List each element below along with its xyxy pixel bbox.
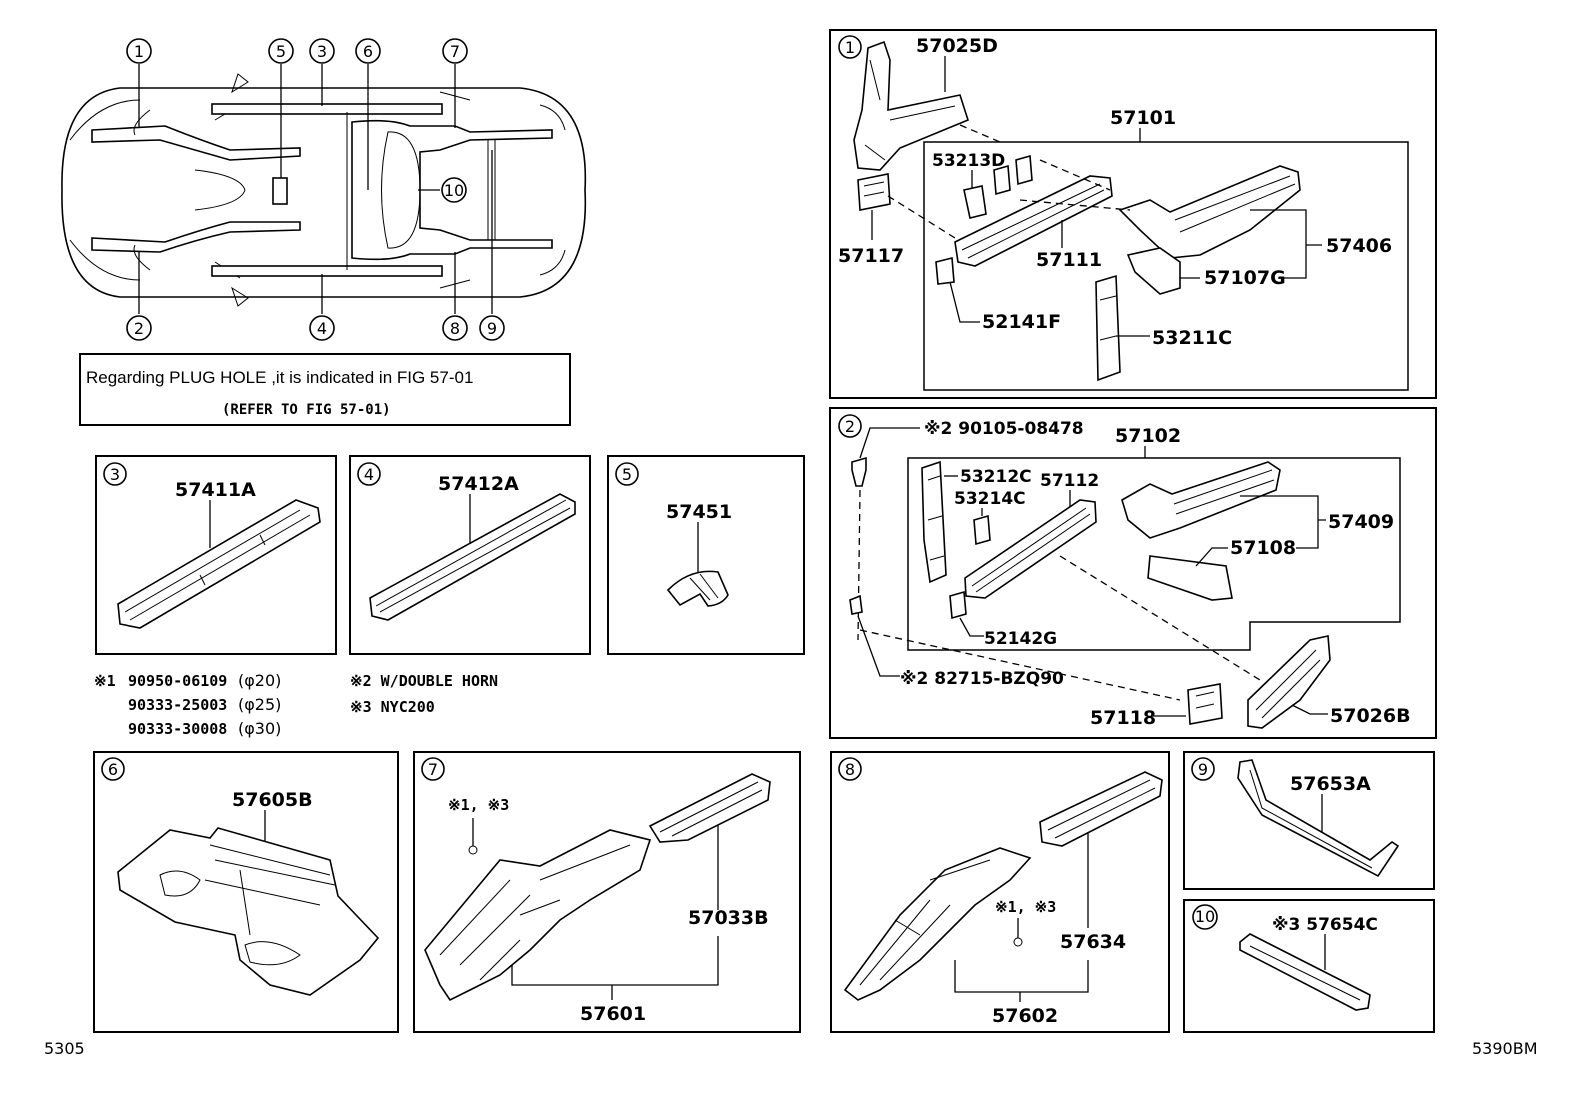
- part-57107G: 57107G: [1204, 267, 1286, 289]
- part-53212C: 53212C: [960, 467, 1032, 487]
- svg-text:9: 9: [487, 319, 497, 338]
- overview-callout-8: 8: [442, 315, 468, 341]
- svg-text:90333-25003: 90333-25003: [128, 696, 227, 714]
- svg-text:※2 W/DOUBLE HORN: ※2 W/DOUBLE HORN: [350, 672, 498, 690]
- svg-text:5: 5: [622, 465, 632, 484]
- svg-text:1: 1: [134, 42, 144, 61]
- plug-hole-text: Regarding PLUG HOLE ,it is indicated in …: [86, 368, 473, 387]
- part-57451: 57451: [666, 501, 732, 523]
- svg-text:(φ30): (φ30): [238, 719, 281, 738]
- svg-text:8: 8: [845, 760, 855, 779]
- part-57025D: 57025D: [916, 35, 998, 57]
- svg-text:8: 8: [450, 319, 460, 338]
- part-57412A: 57412A: [438, 473, 519, 495]
- panel-1: 1 57025D 57101 53213D 57117 57111 57406 …: [829, 29, 1437, 399]
- panel-5: 5 57451: [607, 455, 805, 655]
- panel-6: 6 57605B: [93, 751, 399, 1033]
- svg-text:9: 9: [1198, 760, 1208, 779]
- panel-7: 7 ※1, ※3 57033B 57601: [413, 751, 801, 1033]
- notes: ※1 90950-06109 90333-25003 90333-30008 (…: [94, 671, 498, 738]
- svg-text:10: 10: [444, 181, 464, 200]
- svg-text:5: 5: [276, 42, 286, 61]
- part-57601: 57601: [580, 1003, 646, 1025]
- vehicle-overview: 1 5 3 6 7 2 4 8 9 10: [61, 38, 587, 341]
- panel-10: 10 ※3 57654C: [1183, 899, 1435, 1033]
- svg-text:(φ25): (φ25): [238, 695, 281, 714]
- svg-text:7: 7: [450, 42, 460, 61]
- part-52141F: 52141F: [982, 311, 1061, 333]
- overview-callout-6: 6: [355, 38, 381, 64]
- svg-text:※3 NYC200: ※3 NYC200: [350, 698, 435, 716]
- overview-callout-7: 7: [442, 38, 468, 64]
- svg-text:1: 1: [845, 38, 855, 57]
- svg-text:10: 10: [1195, 907, 1215, 926]
- panel-2: 2 ※2 90105-08478 ※2 82715-BZQ90 57102 53…: [829, 407, 1437, 739]
- part-57112: 57112: [1040, 471, 1099, 491]
- overview-callout-5: 5: [268, 38, 294, 64]
- panel-4: 4 57412A: [349, 455, 591, 655]
- part-53213D: 53213D: [932, 151, 1005, 171]
- part-57026B: 57026B: [1330, 705, 1411, 727]
- svg-text:2: 2: [845, 417, 855, 436]
- svg-text:※1: ※1: [94, 672, 116, 690]
- overview-callout-2: 2: [126, 315, 152, 341]
- svg-text:4: 4: [317, 319, 327, 338]
- part-57409: 57409: [1328, 511, 1394, 533]
- part-57406: 57406: [1326, 235, 1392, 257]
- svg-text:6: 6: [363, 42, 373, 61]
- part-57111: 57111: [1036, 249, 1102, 271]
- overview-callout-3: 3: [309, 38, 335, 64]
- part-53211C: 53211C: [1152, 327, 1232, 349]
- plug-hole-note: Regarding PLUG HOLE ,it is indicated in …: [79, 353, 571, 426]
- part-57653A: 57653A: [1290, 773, 1371, 795]
- panel-3: 3 57411A: [95, 455, 337, 655]
- svg-text:3: 3: [317, 42, 327, 61]
- part-57108: 57108: [1230, 537, 1296, 559]
- svg-text:90333-30008: 90333-30008: [128, 720, 227, 738]
- part-90105-08478: ※2 90105-08478: [924, 419, 1084, 439]
- part-82715-BZQ90: ※2 82715-BZQ90: [900, 669, 1064, 689]
- part-57605B: 57605B: [232, 789, 313, 811]
- overview-callout-1: 1: [126, 38, 152, 64]
- part-57101: 57101: [1110, 107, 1176, 129]
- overview-callout-9: 9: [479, 315, 505, 341]
- footer-right-code: 5390BM: [1472, 1039, 1538, 1058]
- plug-hole-refer: (REFER TO FIG 57-01): [222, 402, 391, 418]
- part-57602: 57602: [992, 1005, 1058, 1027]
- svg-text:3: 3: [110, 465, 120, 484]
- note-57601-marks: ※1, ※3: [448, 796, 509, 814]
- svg-text:6: 6: [108, 760, 118, 779]
- part-57102: 57102: [1115, 425, 1181, 447]
- part-57033B: 57033B: [688, 907, 769, 929]
- svg-text:(φ20): (φ20): [238, 671, 281, 690]
- panel-9: 9 57653A: [1183, 751, 1435, 890]
- panel-8: 8 ※1, ※3 57634 57602: [830, 751, 1170, 1033]
- svg-text:7: 7: [428, 760, 438, 779]
- part-52142G: 52142G: [984, 629, 1057, 649]
- footer-left-code: 5305: [44, 1039, 85, 1058]
- part-57118: 57118: [1090, 707, 1156, 729]
- part-53214C: 53214C: [954, 489, 1026, 509]
- svg-text:4: 4: [364, 465, 374, 484]
- part-57634: 57634: [1060, 931, 1126, 953]
- note-57602-marks: ※1, ※3: [995, 898, 1056, 916]
- part-57654C: ※3 57654C: [1272, 915, 1378, 935]
- overview-callout-10: 10: [441, 177, 467, 203]
- svg-text:2: 2: [134, 319, 144, 338]
- svg-text:90950-06109: 90950-06109: [128, 672, 227, 690]
- part-57411A: 57411A: [175, 479, 256, 501]
- overview-callout-4: 4: [309, 315, 335, 341]
- part-57117: 57117: [838, 245, 904, 267]
